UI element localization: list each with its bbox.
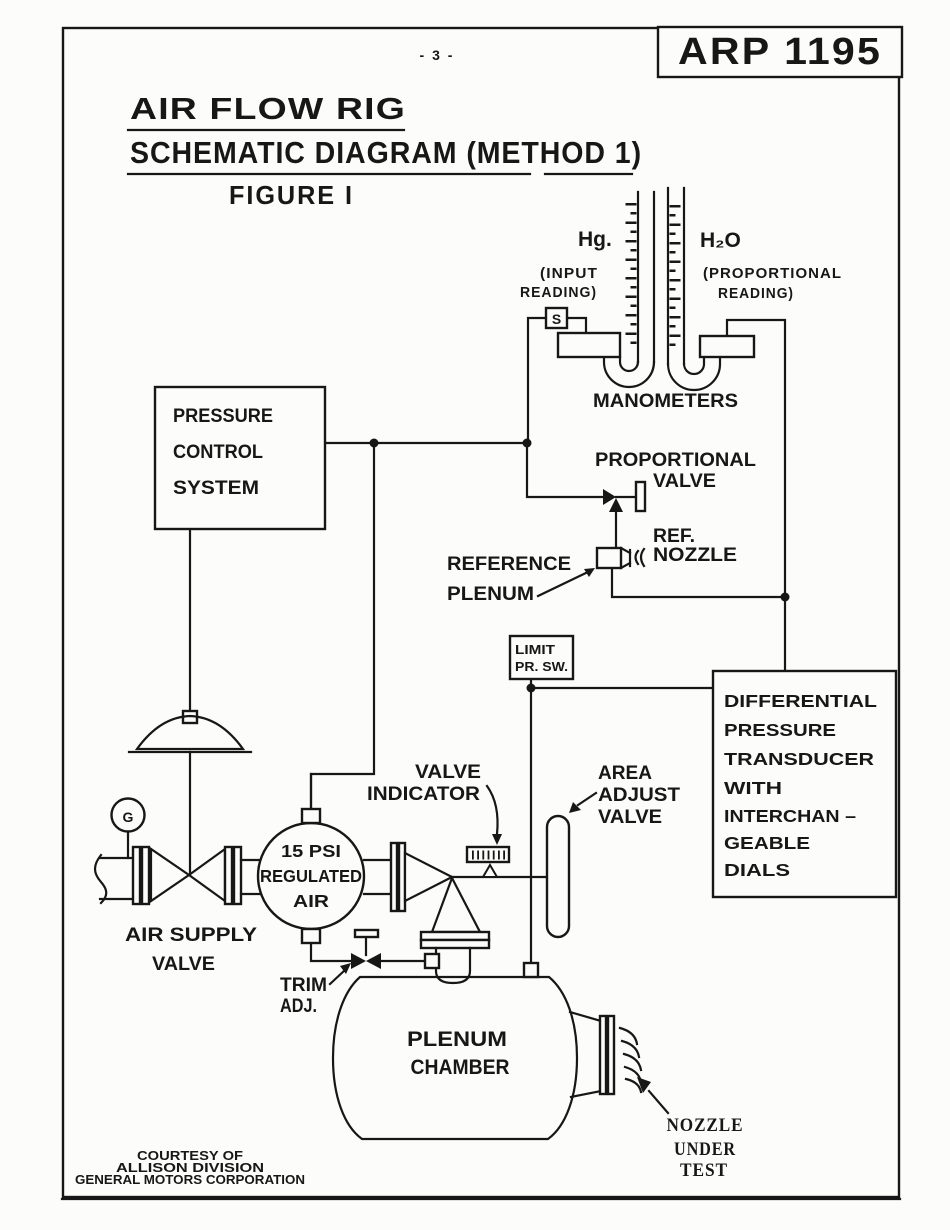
junction-dot bbox=[780, 592, 790, 602]
sensor-marker: S bbox=[552, 311, 561, 327]
area-adjust-label: VALVE bbox=[598, 807, 662, 828]
gauge-marker: G bbox=[123, 809, 134, 825]
courtesy-line: GENERAL MOTORS CORPORATION bbox=[75, 1173, 305, 1187]
air-supply-valve: AIR SUPPLY VALVE bbox=[93, 845, 262, 975]
limit-pressure-switch: LIMIT PR. SW. bbox=[508, 634, 575, 681]
regulated-air-label: REGULATED bbox=[260, 866, 362, 886]
transducer-label: DIFFERENTIAL bbox=[724, 691, 877, 711]
courtesy-note: COURTESY OF ALLISON DIVISION GENERAL MOT… bbox=[75, 1149, 305, 1187]
title-line-2: SCHEMATIC DIAGRAM (METHOD 1) bbox=[130, 135, 642, 170]
manometers-caption: MANOMETERS bbox=[593, 391, 738, 412]
page-border bbox=[60, 26, 902, 1201]
limit-switch-label: PR. SW. bbox=[515, 659, 568, 674]
plenum-chamber-label: CHAMBER bbox=[411, 1056, 510, 1079]
spray-mark bbox=[622, 1052, 643, 1072]
doc-code-box: ARP 1195 bbox=[656, 25, 904, 79]
arrow-head bbox=[340, 963, 351, 974]
plenum-chamber: PLENUM CHAMBER bbox=[331, 961, 579, 1141]
piping-lines bbox=[188, 316, 790, 965]
proportional-valve: PROPORTIONAL VALVE bbox=[595, 450, 756, 513]
proportional-reading-label: (PROPORTIONAL bbox=[703, 266, 842, 282]
metering-venturi bbox=[362, 841, 491, 985]
input-reading-label: (INPUT bbox=[540, 266, 598, 282]
regulated-air-label: AIR bbox=[293, 891, 329, 911]
manometers: S Hg. H₂O (INPUT READING) (PROPORTIONAL … bbox=[520, 186, 842, 412]
spray-mark bbox=[634, 549, 640, 566]
doc-code: ARP 1195 bbox=[678, 31, 882, 73]
spray-mark bbox=[618, 1026, 639, 1046]
reference-plenum-callout: REFERENCE PLENUM bbox=[447, 554, 595, 605]
transducer-label: INTERCHAN – bbox=[724, 806, 856, 826]
area-adjust-label: AREA bbox=[598, 763, 652, 784]
pressure-control-label: CONTROL bbox=[173, 442, 263, 463]
courtesy-line: COURTESY OF bbox=[137, 1149, 243, 1163]
transducer-label: PRESSURE bbox=[724, 720, 836, 740]
air-supply-valve-label: VALVE bbox=[152, 954, 215, 975]
hg-label: Hg. bbox=[578, 228, 612, 251]
limit-switch-label: LIMIT bbox=[515, 642, 555, 657]
arrow-head bbox=[584, 568, 595, 577]
reference-plenum-label: REFERENCE bbox=[447, 554, 571, 575]
nozzle-under-test: NOZZLE UNDER TEST bbox=[568, 1010, 744, 1181]
valve-indicator: VALVE INDICATOR bbox=[367, 762, 511, 878]
junction-dot bbox=[526, 683, 536, 693]
title-line-1: AIR FLOW RIG bbox=[130, 91, 406, 126]
courtesy-line: ALLISON DIVISION bbox=[116, 1161, 264, 1175]
trim-adjust-label: TRIM bbox=[280, 975, 327, 996]
transducer-label: TRANSDUCER bbox=[724, 749, 874, 769]
ref-nozzle-label: NOZZLE bbox=[653, 545, 737, 566]
reference-nozzle: REF. NOZZLE bbox=[595, 526, 737, 570]
transducer-label: DIALS bbox=[724, 860, 790, 880]
regulator-diaphragm bbox=[127, 709, 253, 754]
proportional-valve-label: VALVE bbox=[653, 471, 716, 492]
arrow-head bbox=[637, 1077, 651, 1093]
pressure-control-system: PRESSURE CONTROL SYSTEM bbox=[153, 385, 327, 531]
reference-plenum-label: PLENUM bbox=[447, 584, 534, 605]
nozzle-under-test-label: UNDER bbox=[674, 1139, 736, 1160]
pressure-control-label: PRESSURE bbox=[173, 406, 273, 427]
transducer-label: WITH bbox=[724, 778, 782, 798]
area-adjust-valve: AREA ADJUST VALVE bbox=[545, 763, 680, 939]
nozzle-under-test-label: NOZZLE bbox=[667, 1115, 744, 1136]
page-number: - 3 - bbox=[420, 47, 455, 63]
spray-mark bbox=[620, 1039, 641, 1059]
area-adjust-label: ADJUST bbox=[598, 785, 680, 806]
pressure-gauge: G bbox=[110, 797, 146, 860]
arrow-head bbox=[492, 834, 502, 845]
pressure-control-label: SYSTEM bbox=[173, 478, 259, 499]
valve-indicator-label: VALVE bbox=[415, 762, 481, 783]
proportional-reading-label: READING) bbox=[718, 286, 794, 302]
regulated-air-reservoir: 15 PSI REGULATED AIR bbox=[256, 807, 366, 945]
indicator-pointer bbox=[481, 863, 499, 878]
junction-dot bbox=[522, 438, 532, 448]
junction-dot bbox=[369, 438, 379, 448]
transducer-label: GEABLE bbox=[724, 833, 810, 853]
valve-indicator-label: INDICATOR bbox=[367, 784, 480, 805]
trim-adjust-label: ADJ. bbox=[280, 996, 317, 1017]
title-block: AIR FLOW RIG SCHEMATIC DIAGRAM (METHOD 1… bbox=[126, 91, 642, 210]
hg-reservoir bbox=[556, 331, 622, 359]
proportional-valve-label: PROPORTIONAL bbox=[595, 450, 756, 471]
differential-pressure-transducer: DIFFERENTIAL PRESSURE TRANSDUCER WITH IN… bbox=[711, 669, 898, 899]
spray-mark bbox=[624, 1077, 643, 1094]
input-reading-label: READING) bbox=[520, 285, 597, 301]
air-supply-valve-label: AIR SUPPLY bbox=[125, 925, 257, 946]
h2o-label: H₂O bbox=[700, 229, 741, 252]
trim-adjust-valve: TRIM ADJ. bbox=[280, 928, 381, 1017]
arrow-head bbox=[569, 802, 581, 813]
h2o-reservoir bbox=[698, 334, 756, 359]
ref-nozzle-label: REF. bbox=[653, 526, 695, 547]
plenum-chamber-label: PLENUM bbox=[407, 1028, 507, 1051]
regulated-air-label: 15 PSI bbox=[281, 841, 341, 861]
figure-label: FIGURE I bbox=[229, 180, 354, 210]
spray-mark bbox=[639, 547, 646, 568]
nozzle-under-test-label: TEST bbox=[680, 1160, 728, 1181]
sensor-box bbox=[544, 306, 569, 330]
